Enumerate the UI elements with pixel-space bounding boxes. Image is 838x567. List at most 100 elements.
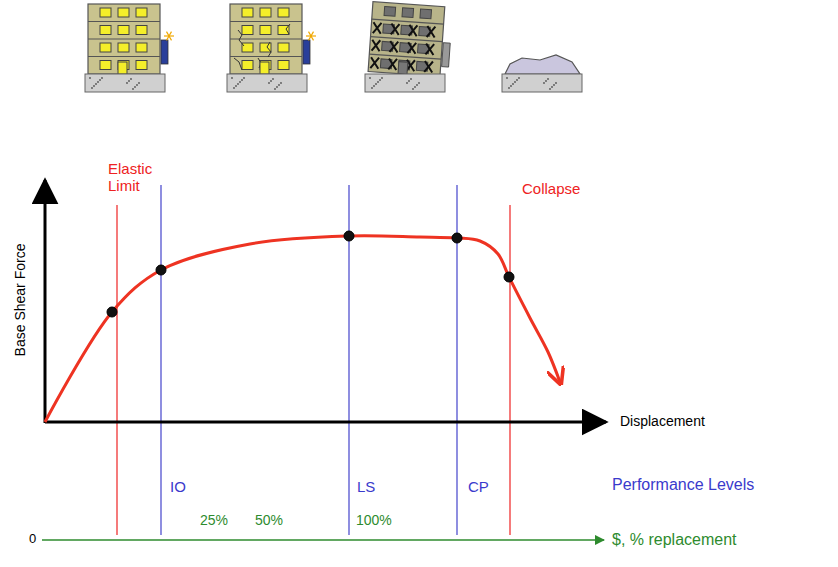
floor-line xyxy=(88,38,160,39)
performance-level: LS xyxy=(357,478,375,495)
window xyxy=(278,8,289,17)
spark xyxy=(169,32,172,36)
foundation-dot xyxy=(508,87,510,89)
foundation-dot xyxy=(408,80,410,82)
cost-tick: 0 xyxy=(29,532,36,547)
column-failure xyxy=(372,40,381,52)
foundation-dot xyxy=(95,83,97,85)
window xyxy=(278,61,289,70)
foundation-dot xyxy=(272,78,274,80)
foundation-dot xyxy=(93,85,95,87)
crack xyxy=(238,30,244,46)
foundation-dot xyxy=(233,87,235,89)
column-failure xyxy=(391,24,400,36)
foundation-dot xyxy=(381,77,383,79)
performance-point xyxy=(452,233,462,243)
window xyxy=(278,43,289,52)
performance-level: IO xyxy=(170,478,186,495)
foundation-dot xyxy=(91,87,93,89)
floor-line xyxy=(230,21,302,22)
foundation-dot xyxy=(377,81,379,83)
foundation-dot xyxy=(274,88,276,90)
spark xyxy=(309,36,312,40)
cost-tick: 50% xyxy=(255,512,283,528)
window xyxy=(136,8,147,17)
window xyxy=(402,8,414,18)
foundation-dot xyxy=(418,82,420,84)
foundation-dot xyxy=(97,81,99,83)
limit-label: Elastic Limit xyxy=(108,160,168,195)
foundation-dot xyxy=(369,77,371,79)
foundation-dot xyxy=(553,84,555,86)
foundation-dot xyxy=(130,78,132,80)
building xyxy=(88,4,174,74)
floor-line xyxy=(369,54,441,59)
door xyxy=(118,62,127,74)
floor-line xyxy=(372,19,444,24)
foundation-dot xyxy=(276,86,278,88)
foundation-dot xyxy=(410,78,412,80)
building-body xyxy=(368,2,445,77)
foundation-dot xyxy=(268,82,270,84)
axis-title: Performance Levels xyxy=(612,476,754,494)
floor-line xyxy=(371,37,443,42)
foundation-dot xyxy=(414,86,416,88)
column-failure xyxy=(427,26,436,38)
foundation-dot xyxy=(241,79,243,81)
foundation-dot xyxy=(101,77,103,79)
performance-point xyxy=(344,231,354,241)
column-failure xyxy=(409,25,418,37)
column-failure xyxy=(425,43,434,55)
x-axis xyxy=(45,421,606,424)
window xyxy=(100,26,111,35)
y-axis xyxy=(44,180,47,423)
spark xyxy=(167,36,170,40)
collapsed-building xyxy=(505,55,580,74)
foundation-dot xyxy=(278,84,280,86)
foundation-dot xyxy=(132,88,134,90)
axis-title: Displacement xyxy=(620,413,705,429)
building-body xyxy=(88,4,160,74)
pushover-curve-line xyxy=(45,236,560,422)
spark xyxy=(169,36,172,40)
window xyxy=(118,8,129,17)
performance-point xyxy=(156,265,166,275)
floor-line xyxy=(230,56,302,57)
foundation-dot xyxy=(512,83,514,85)
foundation-dot xyxy=(235,85,237,87)
window xyxy=(242,26,253,35)
window xyxy=(100,43,111,52)
sign xyxy=(161,40,168,64)
foundation-dot xyxy=(373,85,375,87)
foundation-dot xyxy=(243,77,245,79)
pushover-curve xyxy=(45,231,560,422)
sign xyxy=(442,43,451,67)
foundation-dot xyxy=(412,88,414,90)
column-failure xyxy=(370,57,379,69)
window xyxy=(100,8,111,17)
foundation-dot xyxy=(371,87,373,89)
window xyxy=(384,6,396,16)
foundation-dot xyxy=(128,80,130,82)
spark xyxy=(309,32,312,36)
foundation-dot xyxy=(239,81,241,83)
crack xyxy=(267,42,271,57)
window xyxy=(260,26,271,35)
window xyxy=(100,61,111,70)
window xyxy=(118,26,129,35)
foundation-dot xyxy=(518,77,520,79)
foundation xyxy=(365,74,445,92)
limit-label: Collapse xyxy=(522,180,580,197)
crack xyxy=(234,58,242,70)
column-failure xyxy=(407,42,416,54)
column-failure xyxy=(388,58,397,70)
io-line xyxy=(160,185,161,535)
elastic-limit-line xyxy=(116,205,117,535)
foundation xyxy=(85,74,165,92)
foundation-dot xyxy=(516,79,518,81)
foundation-dot xyxy=(555,82,557,84)
foundation-dot xyxy=(547,78,549,80)
foundation-dot xyxy=(231,77,233,79)
foundation-dot xyxy=(416,84,418,86)
building-illustrations xyxy=(85,2,582,92)
